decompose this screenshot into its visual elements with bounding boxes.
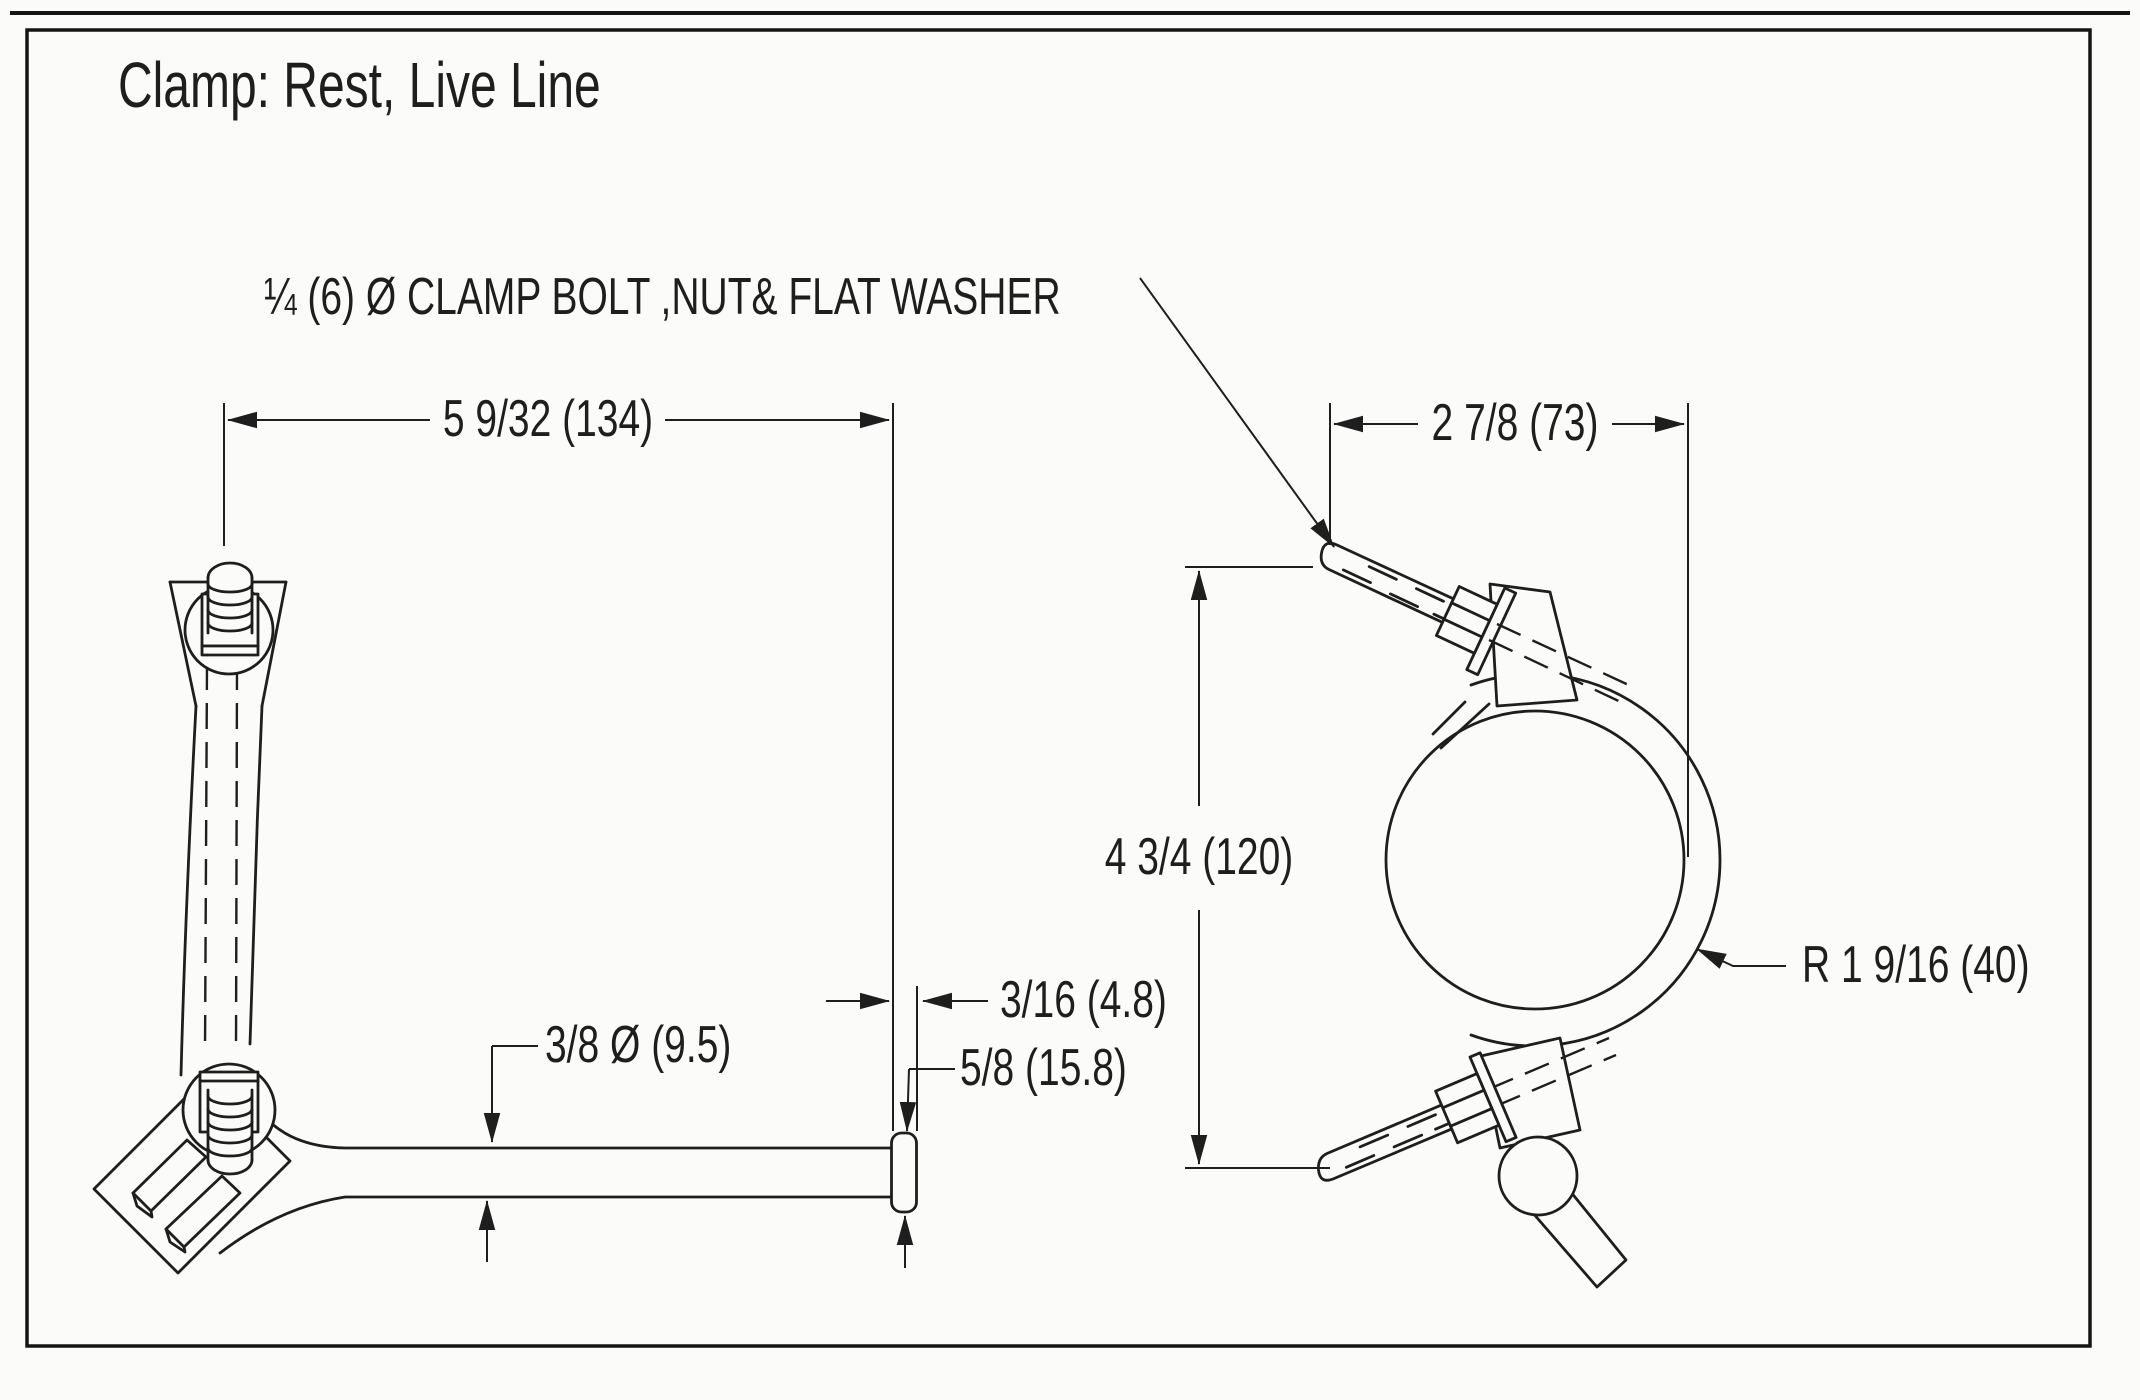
dim-overall-height: 4 3/4 (120) xyxy=(1105,826,1294,885)
dim-clamp-width: 2 7/8 (73) xyxy=(1432,392,1599,451)
end-tab xyxy=(890,1131,918,1214)
dim-band-radius-group: R 1 9/16 (40) xyxy=(1696,934,2030,993)
dim-tab-thickness: 3/16 (4.8) xyxy=(1000,969,1167,1028)
dim-tab-height: 5/8 (15.8) xyxy=(960,1037,1127,1096)
bottom-bolt xyxy=(181,1062,277,1176)
bolt-callout-text: ¼ (6) Ø CLAMP BOLT ,NUT& FLAT WASHER xyxy=(264,266,1061,325)
border-frame xyxy=(10,11,2130,1348)
dim-rod-diameter: 3/8 Ø (9.5) xyxy=(545,1014,731,1073)
bolt-callout-group: ¼ (6) Ø CLAMP BOLT ,NUT& FLAT WASHER xyxy=(264,266,1335,548)
dim-tab-height-group: 5/8 (15.8) xyxy=(896,1037,1127,1268)
title-group: Clamp: Rest, Live Line xyxy=(118,49,601,120)
dim-overall-height-group: 4 3/4 (120) xyxy=(1105,566,1330,1169)
end-view: 2 7/8 (73) 4 3/4 (120) R 1 9/16 (40) xyxy=(1105,392,2030,1289)
handle-ball xyxy=(1497,1135,1579,1217)
upper-bolt-assembly xyxy=(1319,541,1634,750)
dim-rod-diameter-group: 3/8 Ø (9.5) xyxy=(478,1014,731,1262)
pipe-circle xyxy=(1384,709,1686,1011)
side-view: 5 9/32 (134) 3/8 Ø (9.5) 3/16 (4.8) 5/8 … xyxy=(92,388,1167,1275)
dim-overall-length-group: 5 9/32 (134) xyxy=(223,388,894,1131)
dim-band-radius: R 1 9/16 (40) xyxy=(1802,934,2030,993)
dim-overall-length: 5 9/32 (134) xyxy=(443,388,653,447)
page-title: Clamp: Rest, Live Line xyxy=(118,49,601,120)
dim-clamp-width-group: 2 7/8 (73) xyxy=(1329,392,1689,857)
dim-tab-thickness-group: 3/16 (4.8) xyxy=(826,969,1167,1131)
band-outer-arc xyxy=(1469,672,1722,1048)
clamp-arm xyxy=(168,580,902,1255)
lower-bolt-assembly xyxy=(1317,1036,1628,1289)
top-bolt xyxy=(183,552,275,676)
